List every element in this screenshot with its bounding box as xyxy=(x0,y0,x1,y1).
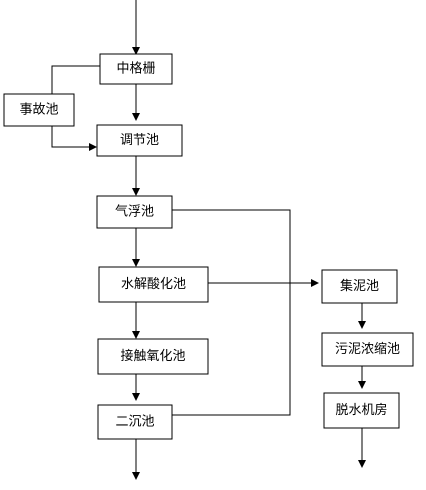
node-accident-tank-label: 事故池 xyxy=(19,103,58,118)
node-hydrolysis-acidification: 水解酸化池 xyxy=(98,266,209,303)
node-sludge-thickening: 污泥浓缩池 xyxy=(321,332,414,367)
node-contact-oxidation-label: 接触氧化池 xyxy=(120,348,185,364)
edges xyxy=(51,0,366,480)
node-secondary-sedimentation: 二沉池 xyxy=(97,404,173,440)
node-dewatering-room-label: 脱水机房 xyxy=(335,402,387,418)
node-air-flotation: 气浮池 xyxy=(96,195,173,229)
node-dewatering-room: 脱水机房 xyxy=(323,392,400,429)
node-regulating-tank-label: 调节池 xyxy=(120,133,159,148)
node-sludge-collection-label: 集泥池 xyxy=(340,278,379,294)
node-secondary-sedimentation-label: 二沉池 xyxy=(115,415,154,430)
node-contact-oxidation: 接触氧化池 xyxy=(97,338,209,375)
node-regulating-tank: 调节池 xyxy=(96,124,183,157)
edge-accident-to-regulating xyxy=(51,126,97,151)
node-grille: 中格栅 xyxy=(99,53,173,85)
node-air-flotation-label: 气浮池 xyxy=(115,204,154,220)
node-sludge-collection: 集泥池 xyxy=(321,269,398,304)
node-hydrolysis-acidification-label: 水解酸化池 xyxy=(121,277,186,292)
edge-flotation-return xyxy=(172,209,291,416)
node-sludge-thickening-label: 污泥浓缩池 xyxy=(335,341,400,357)
node-accident-tank: 事故池 xyxy=(3,93,75,127)
node-grille-label: 中格栅 xyxy=(116,61,155,77)
edge-grille-to-accident xyxy=(51,65,100,94)
